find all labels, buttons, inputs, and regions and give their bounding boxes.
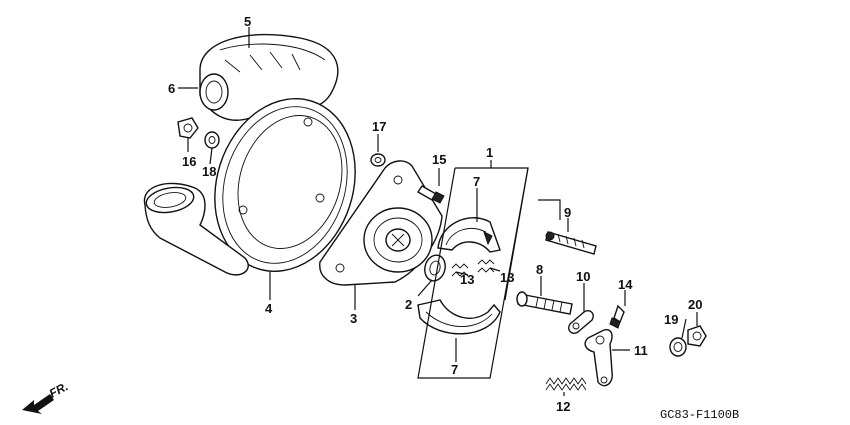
part-cam-9: [545, 231, 597, 255]
callout-8: 8: [536, 262, 543, 277]
part-washer: [204, 131, 220, 149]
callout-10: 10: [576, 269, 590, 284]
part-bolt-15: [417, 185, 445, 204]
callout-20: 20: [688, 297, 702, 312]
callout-12: 12: [556, 399, 570, 414]
callout-13-right: 13: [500, 270, 514, 285]
part-brake-cam: [516, 291, 573, 315]
callout-1: 1: [486, 145, 493, 160]
part-brake-shoe-lower: [417, 299, 501, 335]
part-grommet: [177, 117, 199, 139]
callout-2: 2: [405, 297, 412, 312]
front-direction-indicator: FR.: [22, 379, 70, 414]
part-nut: [370, 153, 386, 167]
callout-labels: 5 6 16 18 17 15 1 7 4 3 2 13 13 7 8 9 10…: [168, 14, 702, 414]
callout-16: 16: [182, 154, 196, 169]
callout-7-upper: 7: [473, 174, 480, 189]
part-brake-panel: [319, 160, 443, 286]
assembly-bracket-1: [417, 160, 529, 379]
callout-11: 11: [634, 343, 648, 358]
part-nut-20: [687, 325, 707, 347]
callout-5: 5: [244, 14, 251, 29]
callout-6: 6: [168, 81, 175, 96]
part-brake-arm: [584, 329, 613, 387]
callout-19: 19: [664, 312, 678, 327]
callout-17: 17: [372, 119, 386, 134]
part-intake-duct: [143, 182, 249, 276]
callout-18: 18: [202, 164, 216, 179]
callout-7-lower: 7: [451, 362, 458, 377]
part-bolt-14: [609, 304, 625, 329]
callout-13-left: 13: [460, 272, 474, 287]
part-indicator-plate: [568, 310, 594, 334]
part-spring-12: [545, 377, 587, 391]
diagram-code: GC83-F1100B: [660, 408, 739, 422]
leader-lines: [178, 27, 698, 396]
part-collar: [669, 337, 687, 357]
part-return-springs: [451, 259, 495, 277]
part-cover-ring: [214, 98, 356, 272]
callout-4: 4: [265, 301, 273, 316]
callout-3: 3: [350, 311, 357, 326]
front-arrow-icon: [22, 394, 54, 414]
callout-15: 15: [432, 152, 446, 167]
part-brake-shoe-upper: [437, 217, 501, 253]
callout-9: 9: [564, 205, 571, 220]
callout-14: 14: [618, 277, 633, 292]
